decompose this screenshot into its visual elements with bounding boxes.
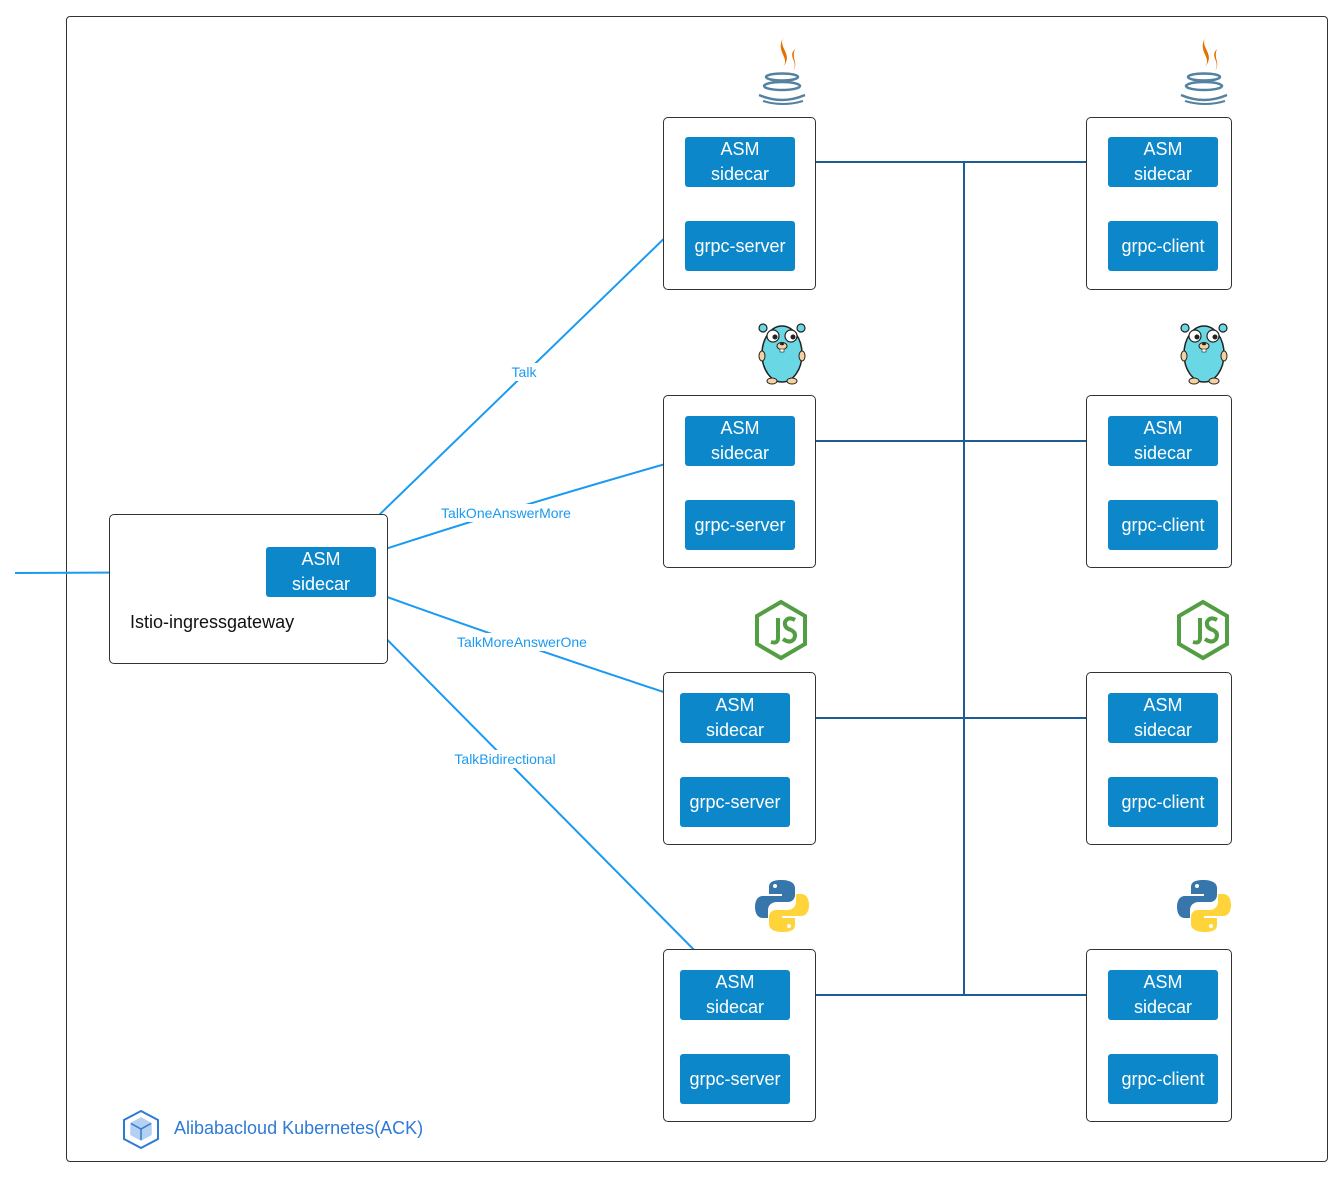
grpc-server-label: grpc-server (689, 791, 781, 812)
sidecar-line1: ASM (715, 695, 755, 715)
go-gopher-icon (758, 323, 806, 385)
server-sidecar[interactable]: ASM sidecar (685, 416, 795, 466)
sidecar-line2: sidecar (710, 164, 770, 184)
sidecar-line1: ASM (720, 139, 760, 159)
edge-label-talk-one-answer-more: TalkOneAnswerMore (438, 504, 574, 522)
sidecar-line1: ASM (1143, 972, 1183, 992)
edge-label-talk: Talk (508, 363, 540, 381)
kubernetes-cube-icon (123, 1109, 159, 1150)
grpc-client-box[interactable]: grpc-client (1108, 777, 1218, 827)
sidecar-line1: ASM (1143, 695, 1183, 715)
grpc-client-label: grpc-client (1121, 1068, 1205, 1089)
grpc-server-label: grpc-server (694, 514, 786, 535)
sidecar-line2: sidecar (1133, 443, 1193, 463)
grpc-server-label: grpc-server (689, 1068, 781, 1089)
java-icon (1180, 35, 1228, 105)
edge-label-talk-bidirectional: TalkBidirectional (451, 750, 559, 768)
gateway-sidecar-line1: ASM (301, 549, 341, 569)
edge-label-talk-more-answer-one: TalkMoreAnswerOne (454, 633, 590, 651)
sidecar-line1: ASM (715, 972, 755, 992)
nodejs-icon (755, 599, 807, 661)
python-icon (1177, 880, 1231, 932)
grpc-client-box[interactable]: grpc-client (1108, 500, 1218, 550)
client-sidecar[interactable]: ASM sidecar (1108, 693, 1218, 743)
client-sidecar[interactable]: ASM sidecar (1108, 970, 1218, 1020)
gateway-sidecar[interactable]: ASM sidecar (266, 547, 376, 597)
ack-cluster-boundary (66, 16, 1328, 1162)
client-sidecar[interactable]: ASM sidecar (1108, 416, 1218, 466)
go-gopher-icon (1180, 323, 1228, 385)
grpc-client-label: grpc-client (1121, 791, 1205, 812)
grpc-client-label: grpc-client (1121, 235, 1205, 256)
nodejs-icon (1177, 599, 1229, 661)
java-icon (758, 35, 806, 105)
sidecar-line2: sidecar (705, 720, 765, 740)
server-sidecar[interactable]: ASM sidecar (680, 970, 790, 1020)
sidecar-line2: sidecar (1133, 997, 1193, 1017)
server-sidecar[interactable]: ASM sidecar (680, 693, 790, 743)
grpc-client-box[interactable]: grpc-client (1108, 1054, 1218, 1104)
python-icon (755, 880, 809, 932)
sidecar-line2: sidecar (710, 443, 770, 463)
sidecar-line1: ASM (720, 418, 760, 438)
gateway-sidecar-line2: sidecar (291, 574, 351, 594)
grpc-server-box[interactable]: grpc-server (680, 1054, 790, 1104)
sidecar-line1: ASM (1143, 418, 1183, 438)
grpc-server-box[interactable]: grpc-server (685, 221, 795, 271)
grpc-server-box[interactable]: grpc-server (685, 500, 795, 550)
client-sidecar[interactable]: ASM sidecar (1108, 137, 1218, 187)
gateway-name: Istio-ingressgateway (130, 612, 295, 632)
sidecar-line2: sidecar (1133, 720, 1193, 740)
server-sidecar[interactable]: ASM sidecar (685, 137, 795, 187)
edge-talk-bidirectional (344, 596, 713, 969)
grpc-server-box[interactable]: grpc-server (680, 777, 790, 827)
sidecar-line2: sidecar (1133, 164, 1193, 184)
grpc-client-box[interactable]: grpc-client (1108, 221, 1218, 271)
grpc-client-label: grpc-client (1121, 514, 1205, 535)
cluster-label: Alibabacloud Kubernetes(ACK) (174, 1118, 424, 1138)
grpc-server-label: grpc-server (694, 235, 786, 256)
sidecar-line2: sidecar (705, 997, 765, 1017)
sidecar-line1: ASM (1143, 139, 1183, 159)
